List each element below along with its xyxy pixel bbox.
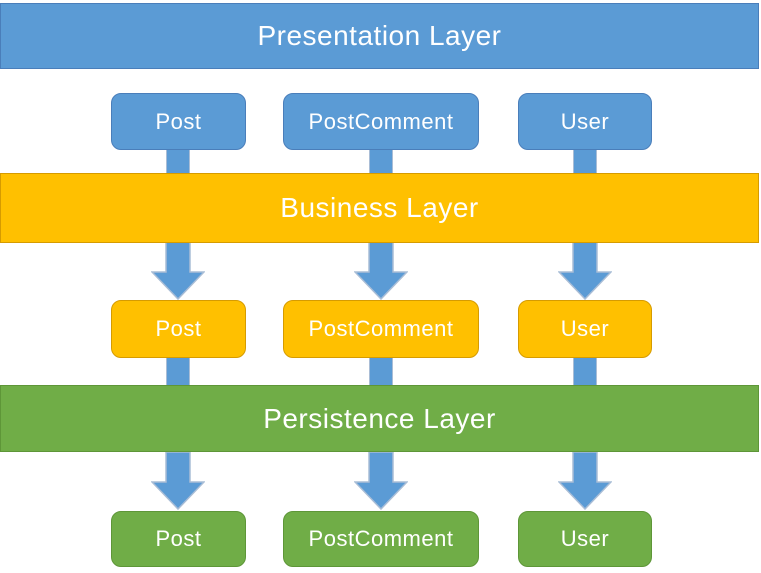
connector-stub xyxy=(573,356,597,387)
presentation-layer-label: Presentation Layer xyxy=(257,20,502,51)
persistence-layer-banner: Persistence Layer xyxy=(0,385,759,452)
business-user-box: User xyxy=(518,300,652,358)
presentation-user-box: User xyxy=(518,93,652,150)
box-label: PostComment xyxy=(308,526,454,551)
box-label: PostComment xyxy=(308,108,454,134)
box-label: User xyxy=(560,316,610,341)
down-arrow-icon xyxy=(151,452,205,510)
box-label: Post xyxy=(155,526,202,551)
business-postcomment-box: PostComment xyxy=(283,300,479,358)
down-arrow-icon xyxy=(354,452,408,510)
business-post-box: Post xyxy=(111,300,246,358)
connector-stub xyxy=(573,148,597,175)
persistence-postcomment-box: PostComment xyxy=(283,511,479,567)
down-arrow-icon xyxy=(558,242,612,300)
connector-stub xyxy=(166,148,190,175)
down-arrow-icon xyxy=(151,242,205,300)
connector-stub xyxy=(166,356,190,387)
business-layer-banner: Business Layer xyxy=(0,173,759,243)
box-label: Post xyxy=(155,316,202,341)
connector-stub xyxy=(369,356,393,387)
connector-stub xyxy=(369,148,393,175)
box-label: Post xyxy=(155,108,202,134)
down-arrow-icon xyxy=(354,242,408,300)
box-label: User xyxy=(560,526,610,551)
presentation-post-box: Post xyxy=(111,93,246,150)
business-layer-label: Business Layer xyxy=(280,192,479,223)
persistence-layer-label: Persistence Layer xyxy=(263,402,496,434)
box-label: User xyxy=(560,108,610,134)
presentation-postcomment-box: PostComment xyxy=(283,93,479,150)
down-arrow-icon xyxy=(558,452,612,510)
box-label: PostComment xyxy=(308,316,454,341)
persistence-user-box: User xyxy=(518,511,652,567)
presentation-layer-banner: Presentation Layer xyxy=(0,3,759,69)
persistence-post-box: Post xyxy=(111,511,246,567)
